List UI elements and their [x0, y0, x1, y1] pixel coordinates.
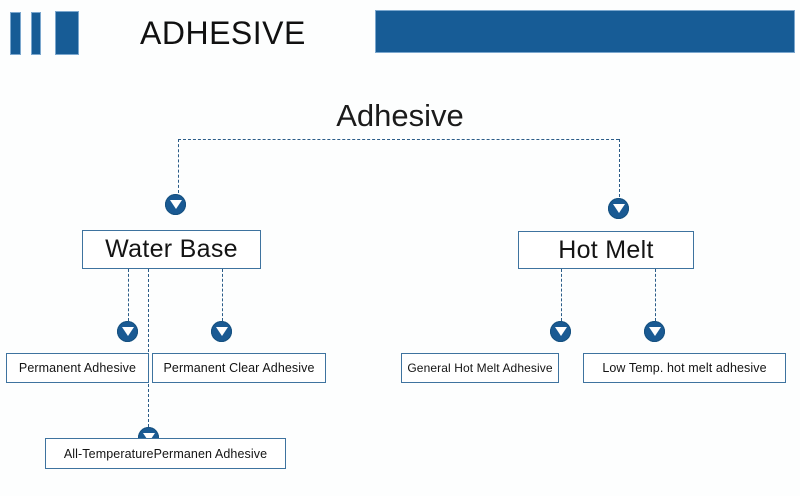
header-bar-3	[55, 11, 79, 55]
node-general-hot-melt-adhesive[interactable]: General Hot Melt Adhesive	[401, 353, 559, 383]
arrow-down-icon-permanent-clear-adhesive	[211, 321, 232, 342]
root-node-label: Adhesive	[336, 98, 464, 133]
connector-hot-melt-to-general	[561, 269, 562, 321]
connector-root-to-hot-melt	[619, 139, 620, 197]
node-all-temperature-permanent-adhesive[interactable]: All-TemperaturePermanen Adhesive	[45, 438, 286, 469]
page-title: ADHESIVE	[140, 15, 306, 51]
node-water-base[interactable]: Water Base	[82, 230, 261, 269]
header-bar-2	[31, 12, 41, 55]
node-hot-melt[interactable]: Hot Melt	[518, 231, 694, 269]
arrow-down-icon-water-base	[165, 194, 186, 215]
connector-water-base-to-all-temperature	[148, 269, 149, 427]
connector-water-base-to-permanent-clear-adhesive	[222, 269, 223, 321]
connector-hot-melt-to-low-temp	[655, 269, 656, 321]
connector-water-base-to-permanent-adhesive	[128, 269, 129, 321]
connector-root-to-water-base	[178, 139, 179, 193]
arrow-down-icon-low-temp-hot-melt	[644, 321, 665, 342]
arrow-down-icon-hot-melt	[608, 198, 629, 219]
connector-root-horizontal	[178, 139, 619, 140]
arrow-down-icon-permanent-adhesive	[117, 321, 138, 342]
header-bar-right	[375, 10, 795, 53]
node-permanent-adhesive[interactable]: Permanent Adhesive	[6, 353, 149, 383]
arrow-down-icon-general-hot-melt	[550, 321, 571, 342]
header-bar-1	[10, 12, 21, 55]
node-low-temp-hot-melt-adhesive[interactable]: Low Temp. hot melt adhesive	[583, 353, 786, 383]
node-permanent-clear-adhesive[interactable]: Permanent Clear Adhesive	[152, 353, 326, 383]
